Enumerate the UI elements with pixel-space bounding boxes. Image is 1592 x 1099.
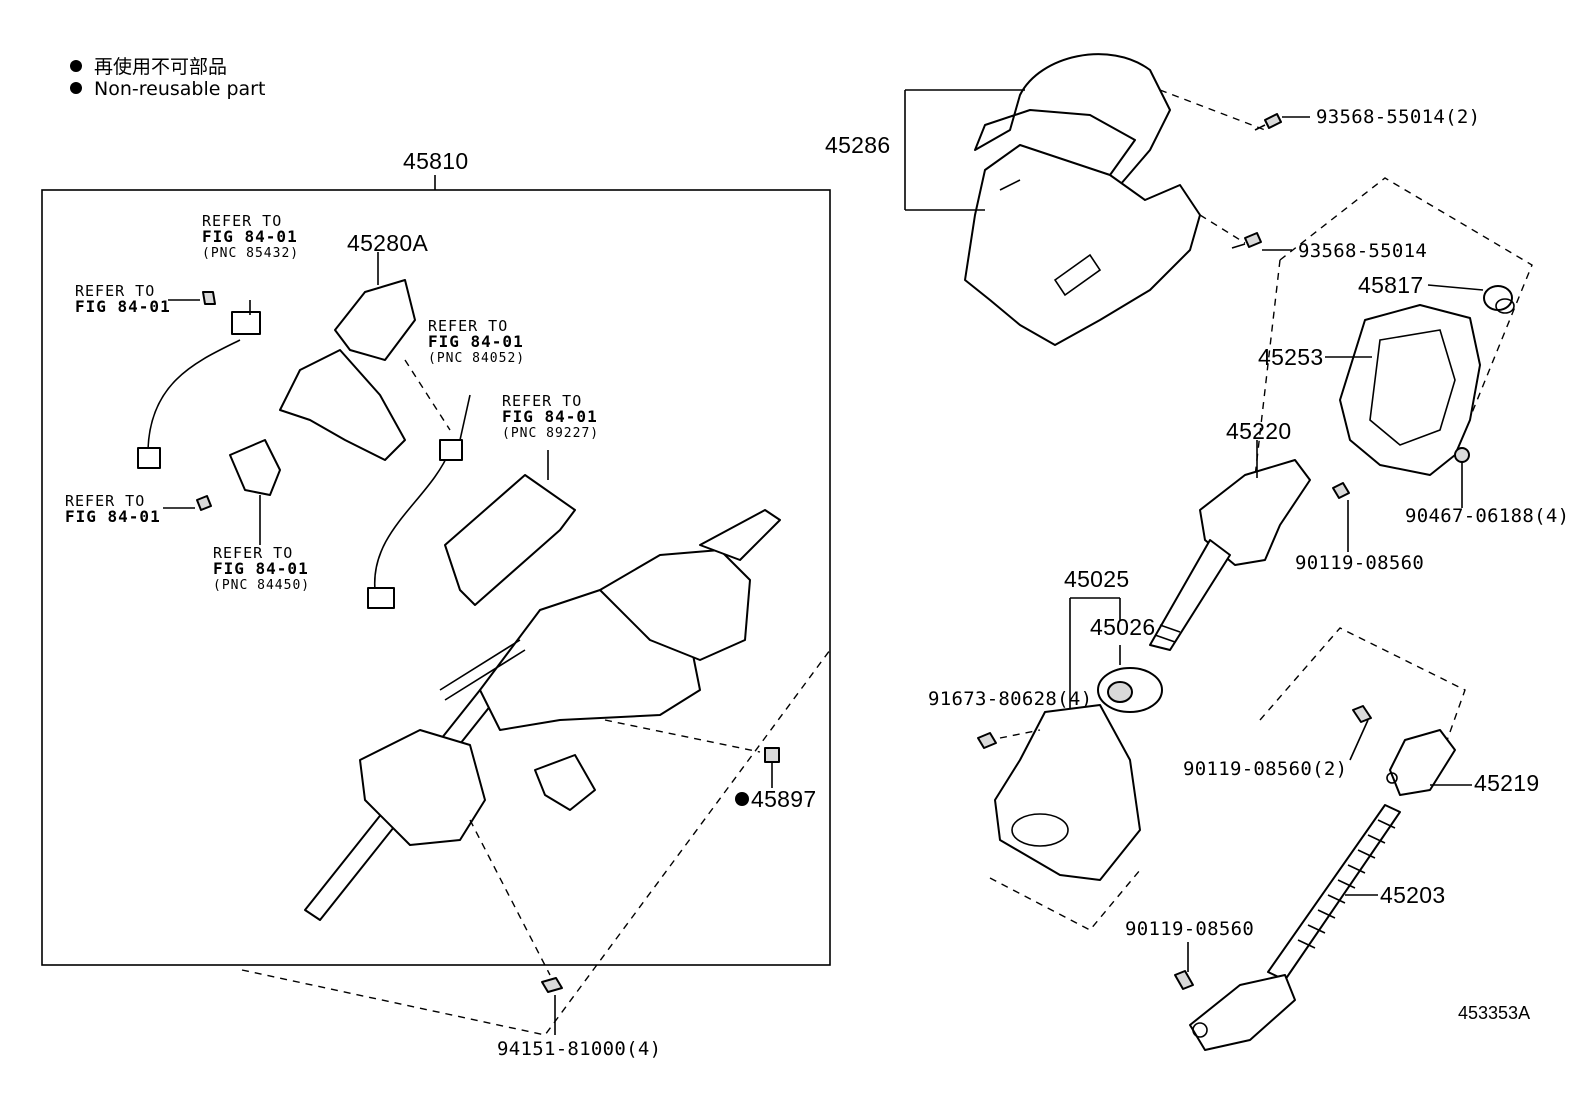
- label-90119-08560-b: 90119-08560: [1125, 918, 1255, 940]
- non-reusable-marker: [735, 791, 749, 806]
- label-90119-08560-2: 90119-08560(2): [1183, 758, 1348, 780]
- label-93568-55014-2: 93568-55014(2): [1316, 106, 1481, 128]
- label-90119-08560-a: 90119-08560: [1295, 552, 1425, 574]
- steering-column: [304, 509, 781, 921]
- refer-note-6-line2: FIG 84-01: [213, 559, 309, 578]
- bolt-91673-80628: [977, 732, 997, 749]
- intermediate-shaft-45220: [1149, 459, 1311, 651]
- filled-circle-icon: [70, 81, 82, 94]
- refer-note-4-line2: FIG 84-01: [502, 407, 598, 426]
- legend-line-japanese: 再使用不可部品: [70, 52, 227, 79]
- legend-text-japanese: 再使用不可部品: [94, 56, 228, 78]
- sliding-shaft-45203: [1189, 804, 1401, 1051]
- refer-note-6: REFER TO FIG 84-01 (PNC 84450): [213, 544, 311, 594]
- label-45219: 45219: [1474, 770, 1540, 796]
- label-45817: 45817: [1358, 272, 1424, 298]
- refer-note-2-line2: FIG 84-01: [75, 297, 171, 316]
- label-45025: 45025: [1064, 566, 1130, 592]
- refer-note-1-line1: REFER TO: [202, 212, 283, 230]
- label-45897: 45897: [735, 786, 816, 813]
- label-45203: 45203: [1380, 882, 1446, 908]
- bolt-90119-08560-a: [1332, 482, 1350, 499]
- label-45026: 45026: [1090, 614, 1156, 640]
- figure-code: 453353A: [1458, 1003, 1531, 1023]
- refer-note-1-line3: (PNC 85432): [202, 246, 300, 261]
- refer-note-6-line3: (PNC 84450): [213, 578, 311, 593]
- refer-note-3-line2: FIG 84-01: [428, 332, 524, 351]
- label-90467-06188: 90467-06188(4): [1405, 505, 1570, 527]
- key-cylinder-45280a: [279, 279, 416, 461]
- label-45220: 45220: [1226, 418, 1292, 444]
- label-91673-80628: 91673-80628(4): [928, 688, 1093, 710]
- label-94151-81000: 94151-81000(4): [497, 1038, 662, 1060]
- refer-note-4: REFER TO FIG 84-01 (PNC 89227): [502, 392, 600, 442]
- screw-ref-a: [202, 291, 216, 305]
- screw-ref-b: [196, 495, 212, 511]
- label-45280a: 45280A: [347, 230, 429, 256]
- bolt-90119-08560-b: [1174, 970, 1194, 990]
- bolt-45897: [764, 747, 780, 763]
- refer-note-6-line1: REFER TO: [213, 544, 294, 562]
- refer-note-5: REFER TO FIG 84-01: [65, 494, 161, 525]
- screw-90467-06188: [1454, 447, 1470, 463]
- universal-joint-45219: [1386, 729, 1456, 796]
- label-93568-55014: 93568-55014: [1298, 240, 1428, 262]
- boot-45025: [994, 704, 1141, 881]
- refer-note-5-line1: REFER TO: [65, 492, 146, 510]
- legend-line-english: Non-reusable part: [70, 78, 265, 100]
- label-45897-text: 45897: [751, 786, 817, 812]
- assembly-45810-frame: [41, 189, 831, 966]
- control-module: [444, 474, 576, 606]
- column-dashed-boundary: [241, 649, 831, 1036]
- refer-note-5-line2: FIG 84-01: [65, 507, 161, 526]
- wire-harness-a: [137, 311, 261, 469]
- refer-note-4-line3: (PNC 89227): [502, 426, 600, 441]
- refer-note-2: REFER TO FIG 84-01: [75, 284, 171, 315]
- wire-harness-b: [367, 439, 463, 609]
- refer-note-3-line3: (PNC 84052): [428, 351, 526, 366]
- refer-note-1: REFER TO FIG 84-01 (PNC 85432): [202, 212, 300, 262]
- legend-text-english: Non-reusable part: [94, 78, 266, 100]
- filled-circle-icon: [70, 59, 82, 72]
- bolt-90119-08560-pair: [1352, 705, 1372, 723]
- clamp-part: [229, 439, 281, 496]
- screw-93568-55014-b: [1231, 232, 1262, 249]
- label-45810: 45810: [403, 148, 469, 174]
- screw-93568-55014-a: [1254, 113, 1282, 131]
- refer-note-1-line2: FIG 84-01: [202, 227, 298, 246]
- nut-94151: [541, 977, 563, 993]
- upper-column-cover: [964, 53, 1201, 346]
- bushing-45026: [1097, 667, 1163, 713]
- part-45817: [1483, 285, 1515, 314]
- label-45253: 45253: [1258, 344, 1324, 370]
- label-45286: 45286: [825, 132, 891, 158]
- refer-note-2-line1: REFER TO: [75, 282, 156, 300]
- refer-note-3-line1: REFER TO: [428, 317, 509, 335]
- refer-note-3: REFER TO FIG 84-01 (PNC 84052): [428, 317, 526, 367]
- refer-note-4-line1: REFER TO: [502, 392, 583, 410]
